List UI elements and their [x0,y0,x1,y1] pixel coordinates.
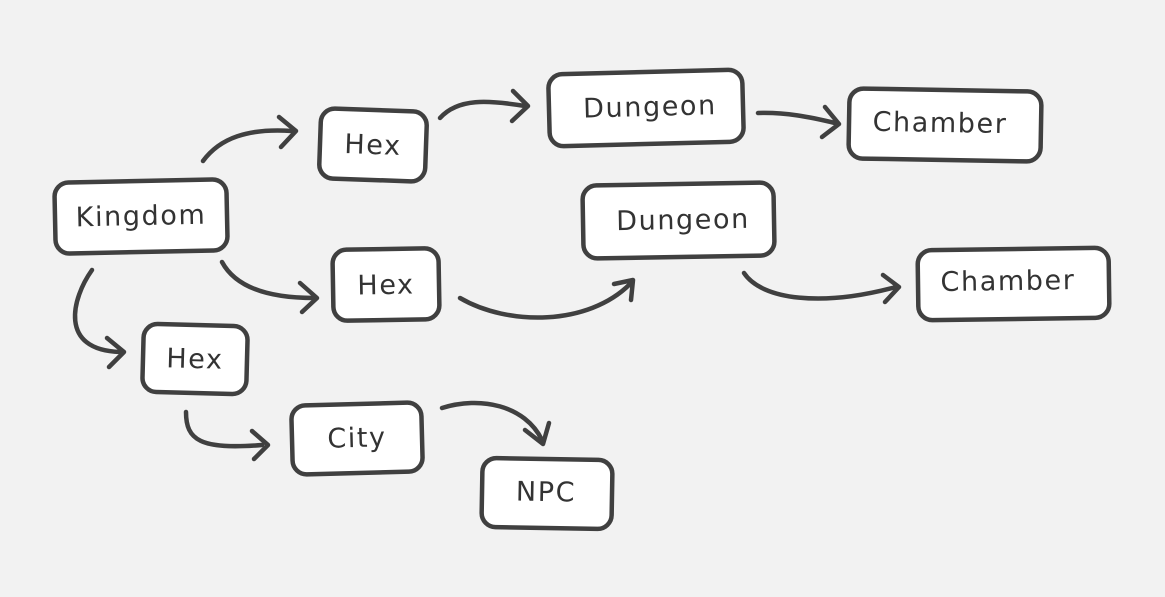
edge-hex-low-to-city [183,409,271,462]
edge-kingdom-to-hex-mid [219,259,320,315]
node-chamber-top-box [846,86,1044,164]
node-npc-label: NPC [516,476,577,508]
node-hex-mid-label: Hex [357,270,415,302]
nodes: Kingdom Hex Hex Hex Dungeon Dungeon [52,67,1112,532]
edge-hex-top-to-dungeon-top [437,88,531,124]
edge-city-to-npc [439,400,552,447]
edges [72,88,902,462]
node-hex-mid[interactable]: Hex [330,246,442,323]
edge-dungeon-top-to-chamber-top [755,104,842,140]
node-hex-low-box [140,321,250,397]
node-chamber-mid-label: Chamber [940,265,1075,298]
node-chamber-top-label: Chamber [872,107,1007,140]
node-dungeon-mid-box [580,180,777,261]
node-dungeon-top-box [546,67,746,149]
node-dungeon-mid[interactable]: Dungeon [580,180,777,261]
node-dungeon-top-label: Dungeon [583,90,717,124]
edge-kingdom-to-hex-low [72,267,127,370]
node-hex-mid-box [330,246,442,323]
node-dungeon-top[interactable]: Dungeon [546,67,746,149]
node-npc-box [479,455,615,532]
edge-kingdom-to-hex-top [200,114,299,164]
edge-dungeon-mid-to-chamber-mid [741,270,902,305]
node-chamber-mid-box [915,245,1112,323]
node-kingdom-label: Kingdom [75,200,206,234]
node-hex-low-label: Hex [166,343,224,375]
node-dungeon-mid-label: Dungeon [616,204,750,237]
node-hex-top-box [317,106,429,184]
node-city[interactable]: City [289,400,425,477]
node-city-box [289,400,425,477]
node-npc[interactable]: NPC [479,455,615,532]
node-hex-low[interactable]: Hex [140,321,250,397]
edge-hex-mid-to-dungeon-mid [457,277,636,320]
node-kingdom[interactable]: Kingdom [52,177,230,256]
node-chamber-mid[interactable]: Chamber [915,245,1112,323]
node-kingdom-box [52,177,230,256]
node-chamber-top[interactable]: Chamber [846,86,1044,164]
node-hex-top-label: Hex [344,129,402,162]
node-city-label: City [327,422,387,455]
node-hex-top[interactable]: Hex [317,106,429,184]
